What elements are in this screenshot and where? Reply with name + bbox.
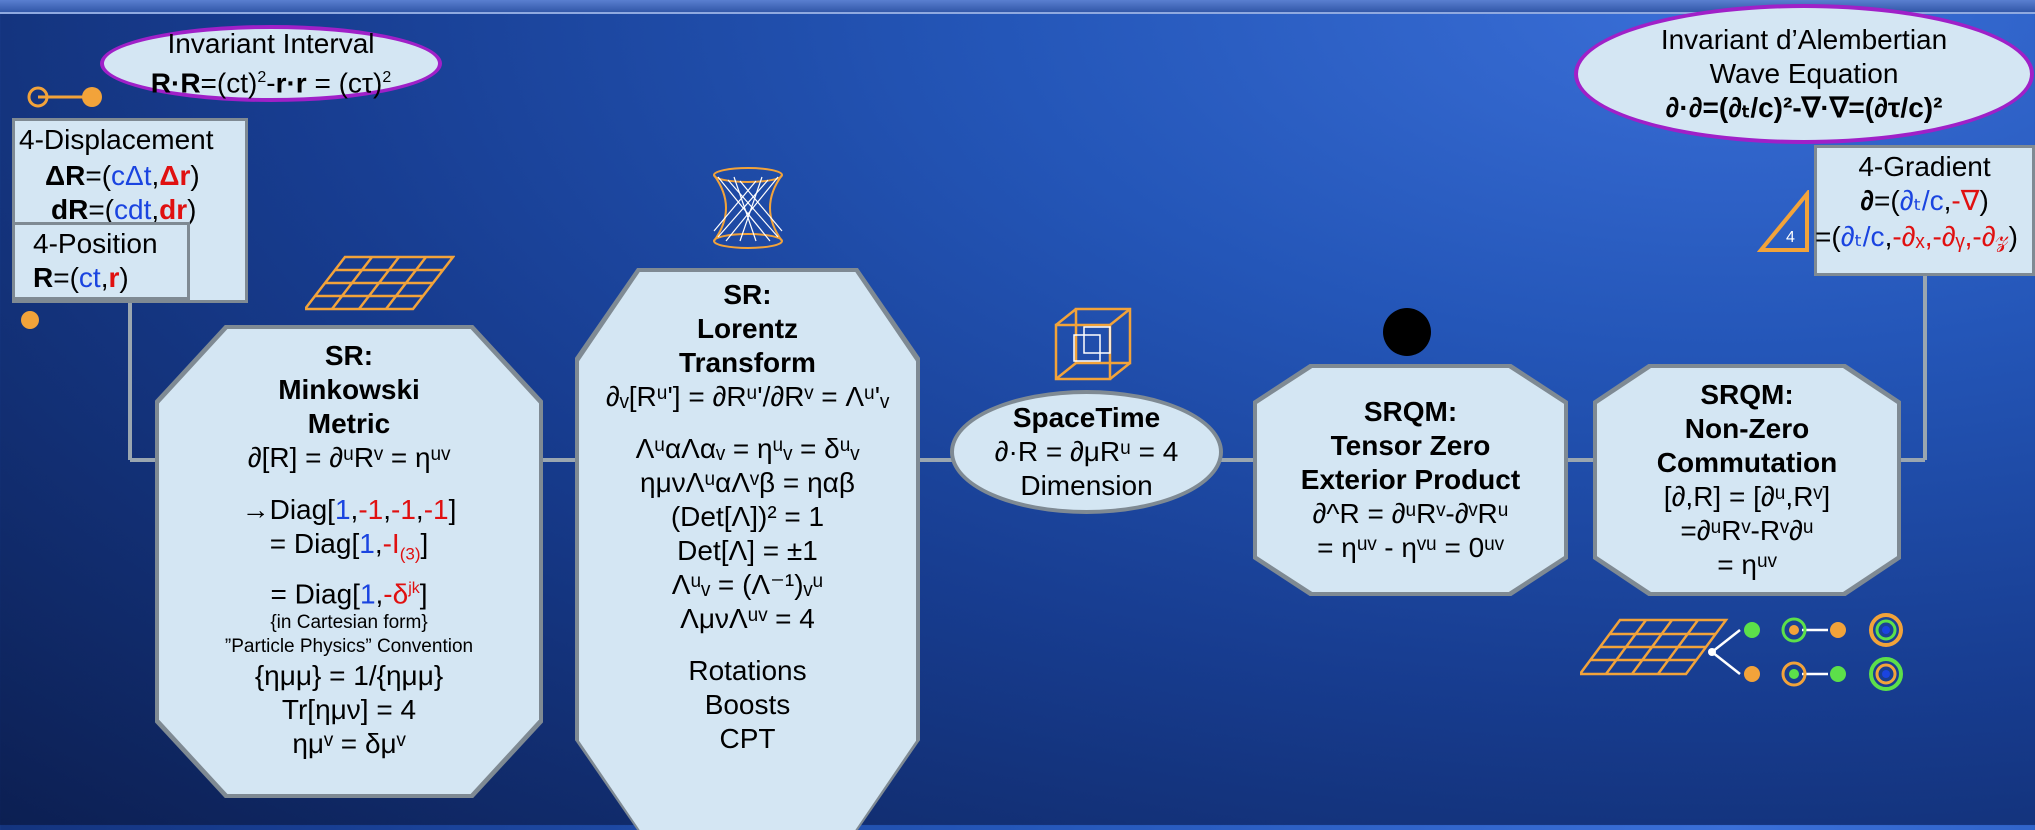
hyperboloid-icon xyxy=(713,167,783,249)
minkowski-convention-note: ”Particle Physics” Convention xyxy=(224,635,474,657)
invariant-interval-title: Invariant Interval xyxy=(167,27,375,59)
displacement-title: 4-Displacement xyxy=(19,124,214,155)
worldline-segment-icon xyxy=(27,86,102,108)
displacement-delta-equation: ΔR=(cΔt,Δr) xyxy=(45,160,200,191)
lorentz-cpt: CPT xyxy=(719,723,776,754)
tesseract-icon xyxy=(1054,307,1132,381)
tensor-zero-heading-2: Tensor Zero xyxy=(1330,430,1491,461)
lorentz-heading-1: SR: xyxy=(723,279,772,310)
lorentz-det-squared: (Det[Λ])² = 1 xyxy=(670,501,825,532)
commutation-node: SRQM: Non-Zero Commutation [∂,R] = [∂ᵘ,R… xyxy=(1597,368,1897,592)
lorentz-metric-invariance: ημνΛᵘαΛᵛβ = ηαβ xyxy=(640,467,855,498)
commutation-expansion: =∂ᵘRᵛ-Rᵛ∂ᵘ xyxy=(1680,515,1814,546)
gradient-node: 4-Gradient ∂=(∂ₜ/c,-∇) =(∂ₜ/c,-∂ₓ,-∂ᵧ,-∂… xyxy=(1814,145,2035,276)
minkowski-metric-node: SR: Minkowski Metric ∂[R] = ∂ᵘRᵛ = ηᵘᵛ →… xyxy=(159,329,539,794)
gradient-components: =(∂ₜ/c,-∂ₓ,-∂ᵧ,-∂𝓏) xyxy=(1815,221,2018,252)
quantum-states-icon xyxy=(1580,613,1903,691)
dalembertian-node: Invariant d’Alembertian Wave Equation ∂·… xyxy=(1574,4,2034,144)
position-equation: R=(ct,r) xyxy=(33,262,129,293)
triangle-operator-icon: 4 xyxy=(1757,190,1809,252)
minkowski-diag-full: →Diag[1,-1,-1,-1] xyxy=(241,494,457,525)
minkowski-heading-1: SR: xyxy=(324,340,374,371)
lorentz-trace: ΛμνΛᵘᵛ = 4 xyxy=(680,603,815,634)
minkowski-inverse: {ημμ} = 1/{ημμ} xyxy=(254,659,444,691)
event-point-icon xyxy=(21,311,39,329)
tensor-zero-heading-3: Exterior Product xyxy=(1300,464,1521,495)
minkowski-diag-delta: = Diag[1,-δjk] xyxy=(270,577,428,609)
black-hole-icon xyxy=(1383,308,1431,356)
dalembertian-title-1: Invariant d’Alembertian xyxy=(1660,24,1948,55)
spacetime-subtitle: Dimension xyxy=(1020,470,1153,501)
dalembertian-title-2: Wave Equation xyxy=(1709,58,1899,89)
lorentz-inverse: Λᵘᵥ = (Λ⁻¹)ᵥᵘ xyxy=(671,569,824,600)
position-node: 4-Position R=(ct,r) xyxy=(12,222,190,300)
tensor-zero-exterior: ∂^R = ∂ᵘRᵛ-∂ᵛRᵘ xyxy=(1312,498,1509,529)
tensor-zero-node: SRQM: Tensor Zero Exterior Product ∂^R =… xyxy=(1257,368,1564,592)
lorentz-heading-2: Lorentz xyxy=(696,313,799,344)
lorentz-rotations: Rotations xyxy=(688,655,807,686)
minkowski-heading-3: Metric xyxy=(307,408,391,439)
dalembertian-equation: ∂·∂=(∂ₜ/c)²-∇·∇=(∂τ/c)² xyxy=(1665,92,1943,123)
gradient-equation: ∂=(∂ₜ/c,-∇) xyxy=(1860,185,1989,216)
spacetime-grid-icon xyxy=(305,255,455,311)
lorentz-orthogonality: ΛᵘαΛαᵥ = ηᵘᵥ = δᵘᵥ xyxy=(635,433,860,464)
position-title: 4-Position xyxy=(33,228,158,259)
commutation-heading-1: SRQM: xyxy=(1700,379,1794,410)
minkowski-trace: Tr[ημν] = 4 xyxy=(281,693,417,725)
invariant-interval-node: Invariant Interval R·R=(ct)2-r·r = (cτ)2 xyxy=(100,25,442,102)
minkowski-cartesian-note: {in Cartesian form} xyxy=(270,611,428,633)
spacetime-dimension-node: SpaceTime ∂·R = ∂μRᵘ = 4 Dimension xyxy=(950,390,1223,514)
spacetime-title: SpaceTime xyxy=(1012,402,1161,433)
commutation-bracket: [∂,R] = [∂ᵘ,Rᵛ] xyxy=(1663,481,1831,512)
lorentz-transform-node: SR: Lorentz Transform ∂ᵥ[Rᵘ'] = ∂Rᵘ'/∂Rᵛ… xyxy=(579,272,916,830)
minkowski-diag-identity: = Diag[1,-I(3)] xyxy=(269,528,429,564)
tensor-zero-result: = ηᵘᵛ - ηᵛᵘ = 0ᵘᵛ xyxy=(1317,532,1504,563)
svg-text:4: 4 xyxy=(1786,229,1795,246)
lorentz-boosts: Boosts xyxy=(704,689,791,720)
minkowski-heading-2: Minkowski xyxy=(278,374,420,405)
minkowski-mixed-delta: ημᵛ = δμᵛ xyxy=(292,727,406,759)
tensor-zero-heading-1: SRQM: xyxy=(1363,396,1458,427)
minkowski-metric-definition: ∂[R] = ∂ᵘRᵛ = ηᵘᵛ xyxy=(247,442,451,473)
commutation-result: = ηᵘᵛ xyxy=(1717,549,1777,580)
commutation-heading-2: Non-Zero xyxy=(1684,413,1810,444)
commutation-heading-3: Commutation xyxy=(1656,447,1838,478)
lorentz-det: Det[Λ] = ±1 xyxy=(677,535,818,566)
spacetime-divergence: ∂·R = ∂μRᵘ = 4 xyxy=(994,436,1179,467)
lorentz-definition: ∂ᵥ[Rᵘ'] = ∂Rᵘ'/∂Rᵛ = Λᵘ'ᵥ xyxy=(605,381,890,412)
invariant-interval-equation: R·R=(ct)2-r·r = (cτ)2 xyxy=(150,67,392,99)
gradient-title: 4-Gradient xyxy=(1858,151,1991,182)
displacement-differential-equation: dR=(cdt,dr) xyxy=(51,194,197,225)
lorentz-heading-3: Transform xyxy=(679,347,816,378)
top-banner-line xyxy=(0,0,2035,14)
